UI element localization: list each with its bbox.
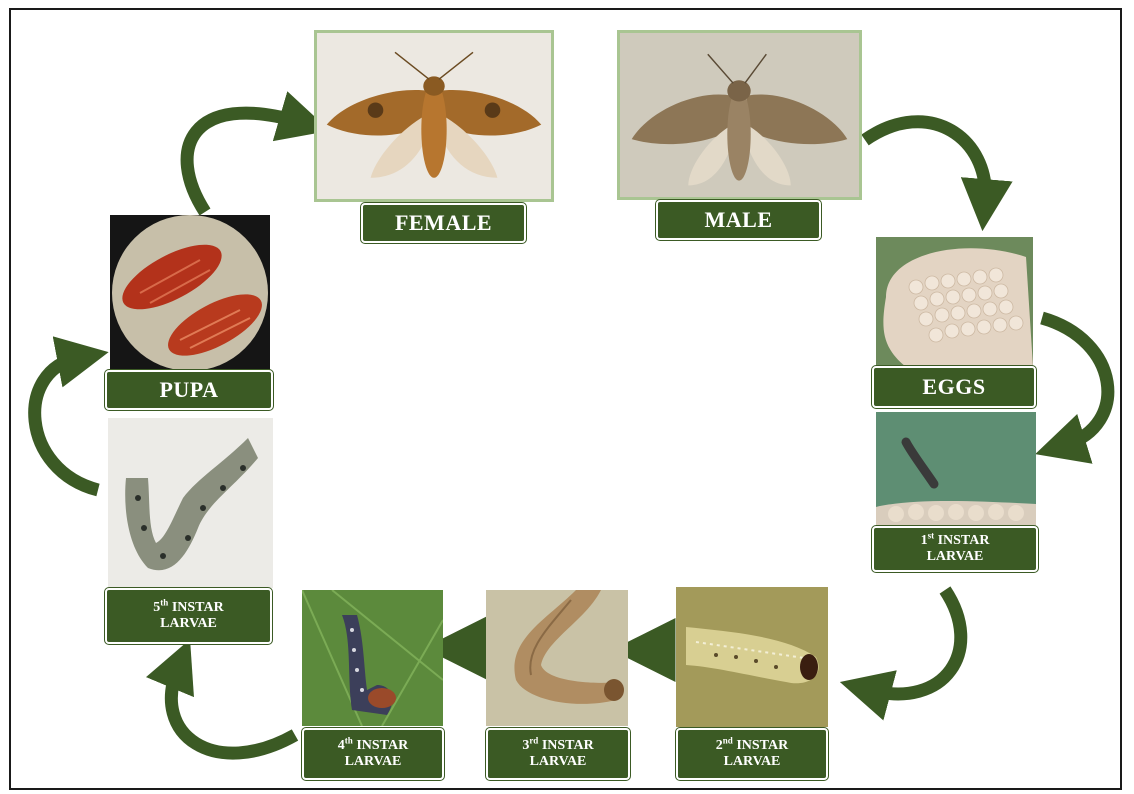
eggs-photo — [876, 237, 1033, 367]
instar3-label: 3rd INSTAR LARVAE — [486, 728, 630, 780]
instar1-label: 1st INSTAR LARVAE — [872, 526, 1038, 572]
male-label: MALE — [656, 200, 821, 240]
instar4-larva-photo — [302, 590, 443, 726]
instar5-label: 5th INSTAR LARVAE — [105, 588, 272, 644]
pupa-label: PUPA — [105, 370, 273, 410]
male-moth-photo — [617, 30, 862, 200]
instar4-label: 4th INSTAR LARVAE — [302, 728, 444, 780]
instar2-larva-photo — [676, 587, 828, 727]
instar1-larva-photo — [876, 412, 1036, 528]
instar3-larva-photo — [486, 590, 628, 726]
female-label: FEMALE — [361, 203, 526, 243]
pupa-photo — [110, 215, 270, 370]
instar2-label: 2nd INSTAR LARVAE — [676, 728, 828, 780]
female-moth-photo — [314, 30, 554, 202]
instar5-larva-photo — [108, 418, 273, 588]
eggs-label: EGGS — [872, 366, 1036, 408]
